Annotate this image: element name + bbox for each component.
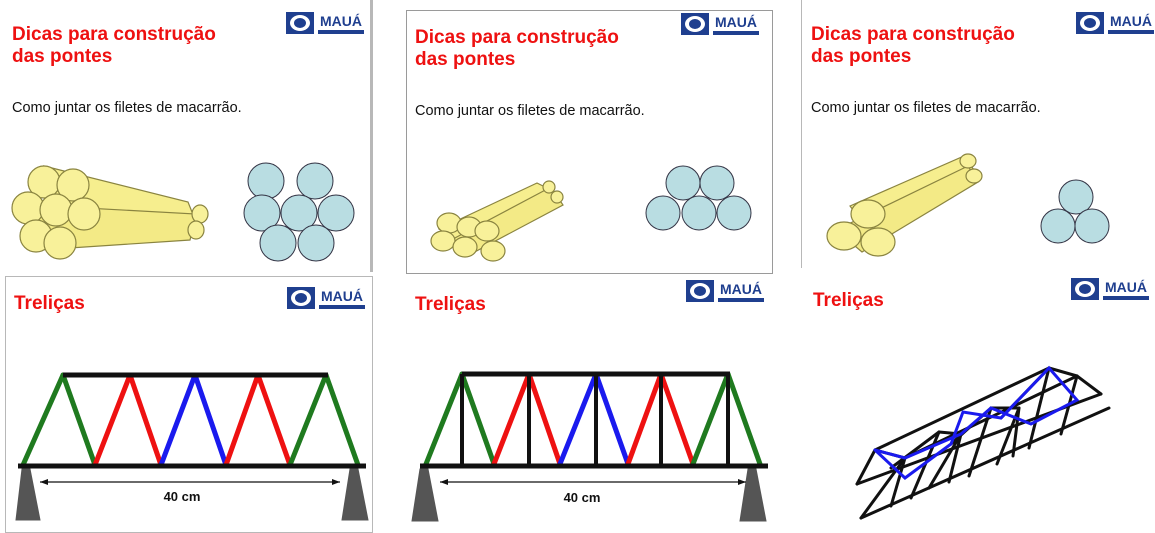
maua-logo-mark-icon [1071,278,1099,300]
maua-logo-word: MAUÁ [318,12,364,34]
maua-logo: MAUÁ [681,13,759,35]
maua-logo-word: MAUÁ [1103,278,1149,300]
pasta-bundle-6-illustration [430,165,752,262]
maua-logo: MAUÁ [686,280,764,302]
maua-logo-word: MAUÁ [713,13,759,35]
warren-truss-with-verticals-diagram: 40 cm [411,371,768,522]
space-truss-diagram [855,365,1111,520]
slide-title: Dicas para construção das pontes [415,27,619,71]
slide-truss-warren: Treliças MAUÁ 40 cm [5,276,373,533]
maua-logo: MAUÁ [286,12,364,34]
title-line-1: Dicas para construção [415,27,619,48]
maua-logo-mark-icon [686,280,714,302]
warren-truss-diagram: 40 cm [15,372,369,521]
title-line-1: Dicas para construção [811,24,1015,45]
maua-logo-word: MAUÁ [1108,12,1154,34]
maua-logo-word: MAUÁ [718,280,764,302]
maua-logo: MAUÁ [287,287,365,309]
maua-logo-mark-icon [1076,12,1104,34]
slide-body-text: Como juntar os filetes de macarrão. [811,100,1041,116]
span-label: 40 cm [164,489,201,504]
maua-logo-word: MAUÁ [319,287,365,309]
slide-body-text: Como juntar os filetes de macarrão. [12,100,242,116]
slide-title: Dicas para construção das pontes [12,24,216,68]
slide-tips-6-strands: Dicas para construção das pontes MAUÁ Co… [406,10,773,274]
slide-title: Treliças [813,290,884,311]
maua-logo-mark-icon [681,13,709,35]
slide-body-text: Como juntar os filetes de macarrão. [415,103,645,119]
pasta-bundle-3-illustration [826,153,1110,257]
slide-title: Treliças [14,293,85,314]
maua-logo-mark-icon [287,287,315,309]
slide-truss-warren-verticals: Treliças MAUÁ 40 c [406,276,773,533]
maua-logo: MAUÁ [1076,12,1154,34]
maua-logo-mark-icon [286,12,314,34]
slide-title: Dicas para construção das pontes [811,24,1015,68]
title-line-2: das pontes [415,49,516,70]
slide-tips-3-strands: Dicas para construção das pontes MAUÁ Co… [801,0,1155,268]
slide-truss-3d: Treliças MAUÁ [801,268,1155,533]
span-label: 40 cm [564,490,601,505]
slide-title: Treliças [415,294,486,315]
title-line-2: das pontes [811,46,912,67]
pasta-bundle-7-illustration [11,162,355,262]
title-line-1: Dicas para construção [12,24,216,45]
slide-tips-7-strands: Dicas para construção das pontes MAUÁ Co… [0,0,373,272]
title-line-2: das pontes [12,46,113,67]
maua-logo: MAUÁ [1071,278,1149,300]
